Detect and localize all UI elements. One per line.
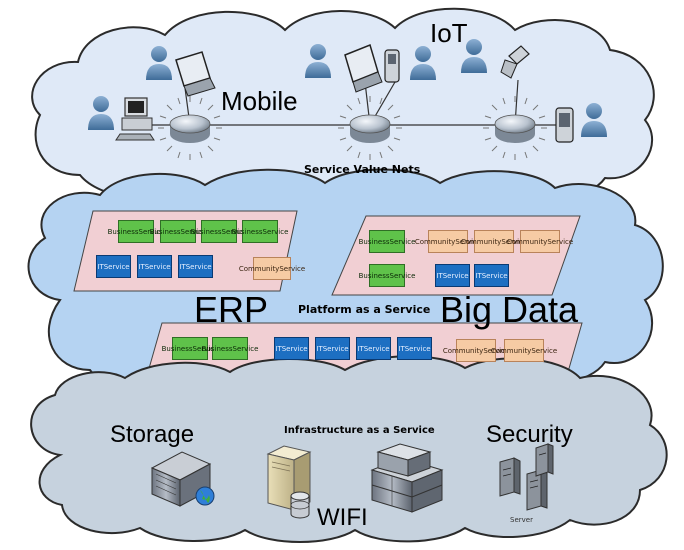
laptop-icon bbox=[175, 51, 216, 97]
server-icon bbox=[526, 469, 548, 511]
mobile-phone-icon bbox=[555, 107, 574, 143]
storage-tag: Storage bbox=[110, 421, 195, 448]
desktop-computer-icon bbox=[115, 97, 155, 141]
server-icon bbox=[535, 443, 554, 477]
database-icon bbox=[290, 491, 310, 519]
platform-as-a-service-caption: Platform as a Service bbox=[298, 303, 431, 316]
big-data-tag: Big Data bbox=[440, 289, 579, 330]
laptop-icon bbox=[344, 43, 383, 93]
server-icon bbox=[150, 451, 212, 507]
wifi-tag: WIFI bbox=[317, 504, 368, 531]
security-tag: Security bbox=[486, 421, 573, 448]
mobile-phone-icon bbox=[500, 45, 530, 79]
globe-icon bbox=[195, 486, 215, 506]
server-caption: Server bbox=[510, 516, 533, 524]
server-icon bbox=[499, 457, 521, 497]
mobile-tag: Mobile bbox=[221, 86, 298, 116]
mobile-phone-icon bbox=[384, 49, 400, 83]
iot-tag: IoT bbox=[430, 18, 468, 48]
infrastructure-as-a-service-caption: Infrastructure as a Service bbox=[284, 425, 435, 436]
erp-tag: ERP bbox=[194, 289, 269, 330]
server-icon bbox=[376, 443, 432, 477]
service-value-nets-caption: Service Value Nets bbox=[304, 163, 421, 176]
